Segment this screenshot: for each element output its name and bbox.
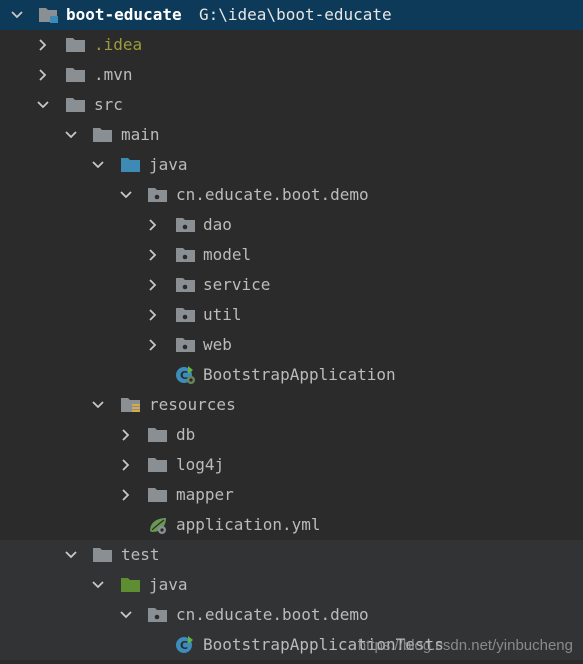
package-icon (175, 216, 195, 234)
folder-icon (147, 456, 167, 474)
spring-boot-class-icon: C (175, 365, 195, 384)
tree-row-model[interactable]: model (0, 240, 583, 270)
tree-row-project-root[interactable]: boot-educate G:\idea\boot-educate (0, 0, 583, 30)
tree-row-application-yml[interactable]: application.yml (0, 510, 583, 540)
watermark: https://blog.csdn.net/yinbucheng (357, 637, 573, 654)
chevron-right-icon[interactable] (146, 300, 160, 330)
folder-label: java (149, 575, 188, 594)
folder-label: java (149, 155, 188, 174)
folder-label: .idea (94, 35, 143, 54)
chevron-right-icon[interactable] (146, 210, 160, 240)
package-label: dao (203, 215, 232, 234)
chevron-down-icon[interactable] (36, 90, 50, 120)
folder-label: src (94, 95, 123, 114)
file-label: application.yml (176, 515, 321, 534)
chevron-down-icon[interactable] (91, 390, 105, 420)
folder-label: .mvn (94, 65, 133, 84)
tree-row-util[interactable]: util (0, 300, 583, 330)
folder-icon (65, 66, 85, 84)
module-folder-icon (38, 6, 58, 24)
chevron-right-icon[interactable] (146, 240, 160, 270)
package-label: cn.educate.boot.demo (176, 605, 369, 624)
folder-label: resources (149, 395, 236, 414)
chevron-down-icon[interactable] (91, 570, 105, 600)
tree-row-db[interactable]: db (0, 420, 583, 450)
tree-row-service[interactable]: service (0, 270, 583, 300)
package-label: web (203, 335, 232, 354)
class-label: BootstrapApplication (203, 365, 396, 384)
chevron-right-icon[interactable] (119, 450, 133, 480)
folder-label: main (121, 125, 160, 144)
resources-folder-icon (120, 396, 140, 414)
package-icon (175, 246, 195, 264)
chevron-down-icon[interactable] (64, 120, 78, 150)
svg-text:C: C (180, 369, 188, 382)
tree-row-bootstrap-tests[interactable]: C BootstrapApplicationTests (0, 630, 583, 660)
folder-icon (92, 546, 112, 564)
tree-row-main-package[interactable]: cn.educate.boot.demo (0, 180, 583, 210)
chevron-right-icon[interactable] (146, 330, 160, 360)
folder-icon (65, 96, 85, 114)
tree-row-test-java[interactable]: java (0, 570, 583, 600)
package-icon (147, 186, 167, 204)
folder-icon (147, 426, 167, 444)
tree-row-mvn[interactable]: .mvn (0, 60, 583, 90)
chevron-down-icon[interactable] (119, 600, 133, 630)
package-label: model (203, 245, 252, 264)
tree-row-test[interactable]: test (0, 540, 583, 570)
test-root-icon (120, 576, 140, 594)
tree-row-src[interactable]: src (0, 90, 583, 120)
tree-row-resources[interactable]: resources (0, 390, 583, 420)
folder-icon (65, 36, 85, 54)
tree-row-test-package[interactable]: cn.educate.boot.demo (0, 600, 583, 630)
tree-row-main-java[interactable]: java (0, 150, 583, 180)
class-label: BootstrapApplicationTests (203, 635, 444, 654)
tree-row-idea[interactable]: .idea (0, 30, 583, 60)
chevron-down-icon[interactable] (119, 180, 133, 210)
chevron-down-icon[interactable] (64, 540, 78, 570)
chevron-right-icon[interactable] (146, 270, 160, 300)
folder-label: test (121, 545, 160, 564)
spring-yml-icon (147, 515, 167, 534)
package-label: cn.educate.boot.demo (176, 185, 369, 204)
source-root-icon (120, 156, 140, 174)
chevron-right-icon[interactable] (119, 480, 133, 510)
svg-text:C: C (180, 639, 188, 652)
project-path: G:\idea\boot-educate (199, 5, 392, 24)
tree-row-mapper[interactable]: mapper (0, 480, 583, 510)
folder-label: log4j (176, 455, 225, 474)
folder-label: db (176, 425, 196, 444)
chevron-down-icon[interactable] (91, 150, 105, 180)
package-label: util (203, 305, 242, 324)
chevron-right-icon[interactable] (36, 60, 50, 90)
tree-row-log4j[interactable]: log4j (0, 450, 583, 480)
package-label: service (203, 275, 271, 294)
folder-icon (147, 486, 167, 504)
chevron-right-icon[interactable] (119, 420, 133, 450)
package-icon (175, 336, 195, 354)
tree-row-bootstrap-application[interactable]: C BootstrapApplication (0, 360, 583, 390)
project-name: boot-educate (66, 5, 182, 24)
tree-row-web[interactable]: web (0, 330, 583, 360)
package-icon (147, 606, 167, 624)
tree-row-main[interactable]: main (0, 120, 583, 150)
folder-label: mapper (176, 485, 234, 504)
tree-row-dao[interactable]: dao (0, 210, 583, 240)
folder-icon (92, 126, 112, 144)
chevron-right-icon[interactable] (36, 30, 50, 60)
package-icon (175, 306, 195, 324)
class-icon: C (175, 635, 195, 653)
package-icon (175, 276, 195, 294)
chevron-down-icon[interactable] (10, 0, 24, 30)
